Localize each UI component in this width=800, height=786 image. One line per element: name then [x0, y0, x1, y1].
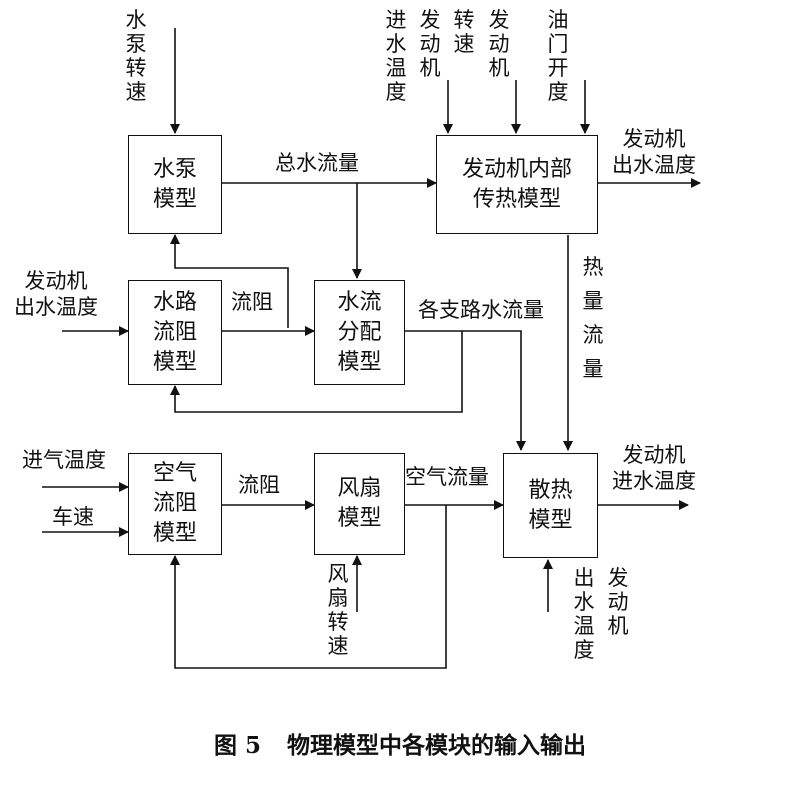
radiator-input-engine-label: 发动机 — [607, 566, 629, 638]
throttle-label: 油门开度 — [547, 8, 569, 104]
air-flow-label: 空气流量 — [405, 465, 489, 489]
rotation-speed-label: 转速 — [453, 8, 475, 56]
total-water-flow-label: 总水流量 — [275, 151, 359, 175]
figure-title: 物理模型中各模块的输入输出 — [287, 732, 586, 759]
figure-caption: 图 5 物理模型中各模块的输入输出 — [0, 726, 800, 760]
engine-label: 发动机 — [419, 8, 441, 80]
water-distribution-block: 水流 分配 模型 — [314, 280, 405, 385]
engine-heat-transfer-block: 发动机内部 传热模型 — [436, 135, 598, 234]
air-resistance-block: 空气 流阻 模型 — [128, 453, 222, 555]
engine-outlet-temp-label: 发动机 出水温度 — [612, 127, 696, 177]
resistance-input-label: 发动机 出水温度 — [14, 269, 98, 319]
intake-temp-label: 进气温度 — [22, 448, 106, 472]
flow-resistance-label: 流阻 — [231, 290, 273, 314]
radiator-output-label: 发动机 进水温度 — [612, 443, 696, 493]
heat-flow-label: 热量流量 — [582, 255, 604, 381]
figure-number: 图 5 — [213, 732, 261, 759]
engine-inlet-temp-label: 进水温度 — [385, 8, 407, 104]
radiator-model-block: 散热 模型 — [503, 453, 598, 558]
radiator-input-temp-label: 出水温度 — [573, 566, 595, 662]
air-resistance-output-label: 流阻 — [238, 473, 280, 497]
engine-label-2: 发动机 — [488, 8, 510, 80]
fan-model-block: 风扇 模型 — [314, 453, 405, 555]
pump-speed-label: 水泵转速 — [125, 8, 147, 104]
pump-model-block: 水泵 模型 — [128, 135, 222, 234]
branch-water-flow-label: 各支路水流量 — [418, 298, 544, 322]
fan-speed-label: 风扇转速 — [327, 562, 349, 658]
water-resistance-block: 水路 流阻 模型 — [128, 280, 222, 385]
vehicle-speed-label: 车速 — [52, 505, 94, 529]
